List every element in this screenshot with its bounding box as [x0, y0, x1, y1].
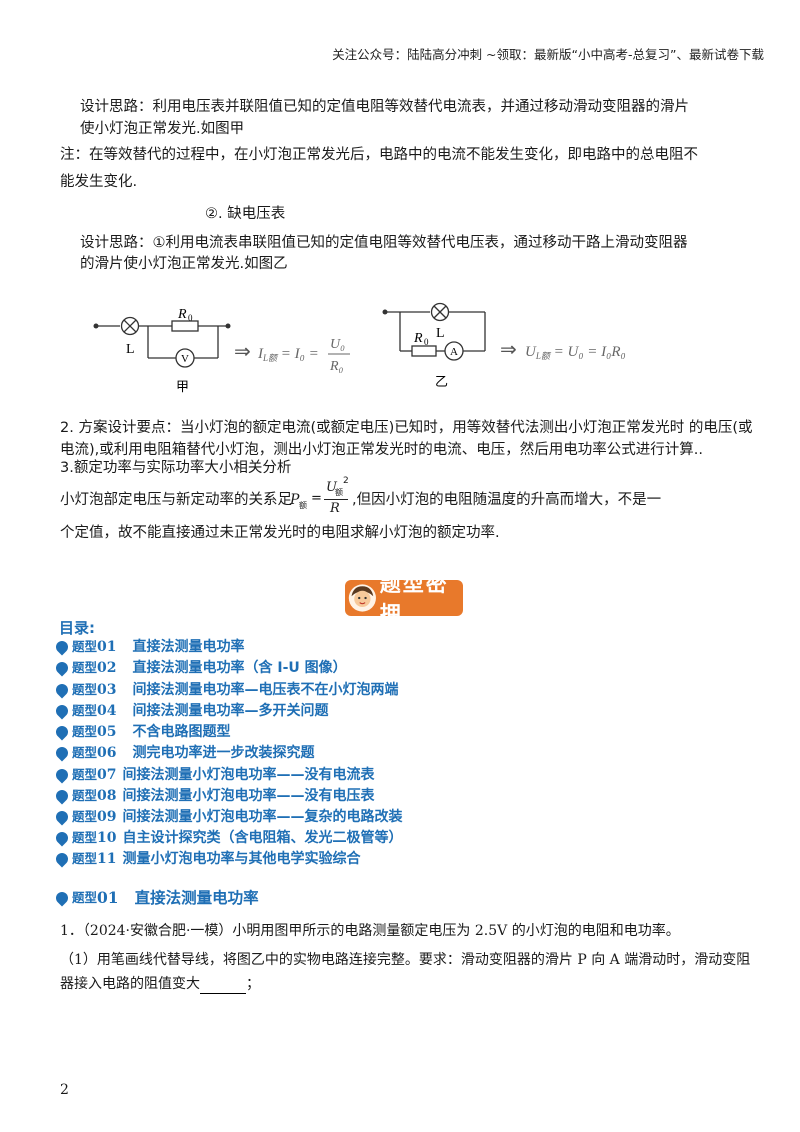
pin-icon: [53, 723, 71, 741]
section-badge: 题型密押: [345, 572, 463, 626]
toc-item-label: 直接法测量电功率: [132, 639, 245, 655]
pin-icon: [53, 638, 71, 656]
paragraph-design-idea-2b: 的滑片使小灯泡正常发光.如图乙: [80, 256, 288, 272]
page-number: 2: [60, 1082, 69, 1098]
toc-title: 目录:: [59, 619, 95, 637]
question-part1: （1）用笔画线代替导线，将图乙中的实物电路连接完整。要求：滑动变阻器的滑片 P …: [60, 952, 751, 968]
circuit-diagram-yi: R 0 L A 乙 ⇒ UL额 = U₀ = I₀R₀: [382, 302, 626, 390]
toc-item-label: 自主设计探究类（含电阻箱、发光二极管等）: [122, 830, 403, 846]
pin-icon: [53, 702, 71, 720]
formula-u: U: [326, 480, 337, 495]
toc-item-label: 间接法测量电功率—电压表不在小灯泡两端: [132, 682, 399, 698]
pin-icon: [53, 850, 71, 868]
pin-icon: [53, 681, 71, 699]
student-avatar-icon: [348, 584, 376, 612]
resistor-sub: 0: [424, 337, 429, 347]
pin-icon: [53, 787, 71, 805]
voltmeter-label: V: [181, 353, 189, 365]
caption-yi: 乙: [435, 375, 448, 390]
fraction-denominator: R₀: [329, 359, 344, 374]
answer-blank[interactable]: [200, 979, 246, 994]
question-intro: 1．（2024·安徽合肥·一模）小明用图甲所示的电路测量额定电压为 2.5V 的…: [60, 923, 680, 939]
implies-arrow: ⇒: [234, 339, 251, 363]
circuit-diagram-jia: R 0 L V 甲 ⇒ IL额 = I₀ = U₀ R₀: [93, 307, 350, 395]
paragraph-design-idea-2a: 设计思路：①利用电流表串联阻值已知的定值电阻等效替代电压表，通过移动干路上滑动变…: [80, 235, 688, 251]
resistor-label: R: [413, 331, 423, 346]
power-formula: P 额 = U 额 2 R: [290, 476, 349, 516]
toc-item-label: 间接法测量小灯泡电功率——复杂的电路改装: [122, 809, 403, 825]
toc-item-label: 不含电路图题型: [132, 724, 231, 740]
pin-icon: [53, 808, 71, 826]
section-heading: 题型 01 直接法测量电功率: [53, 888, 259, 908]
paragraph-analysis-heading: 3.额定功率与实际功率大小相关分析: [60, 460, 292, 476]
formula-p: P: [290, 492, 300, 508]
fraction-numerator: U₀: [330, 337, 345, 352]
toc-item-label: 间接法测量电功率—多开关问题: [132, 703, 329, 719]
formula-p-sub: 额: [299, 501, 307, 510]
badge-title: 题型密押: [379, 572, 449, 626]
toc-item-label: 测量小灯泡电功率与其他电学实验综合: [122, 851, 361, 867]
paragraph-conclusion: 个定值，故不能直接通过未正常发光时的电阻求解小灯泡的额定功率.: [60, 525, 500, 541]
caption-jia: 甲: [176, 380, 189, 395]
pin-icon: [53, 744, 71, 762]
pin-icon: [53, 659, 71, 677]
subheading-no-voltmeter: ②. 缺电压表: [205, 206, 286, 222]
pin-icon: [53, 829, 71, 847]
resistor-label: R: [177, 307, 187, 322]
toc-item-label: 间接法测量小灯泡电功率——没有电流表: [122, 767, 375, 783]
lamp-label: L: [126, 342, 135, 357]
pin-icon: [53, 766, 71, 784]
equation-current: IL额 = I₀ =: [257, 346, 319, 363]
paragraph-relation: 小灯泡部定电压与新定动率的关系足: [60, 490, 292, 510]
pin-icon: [53, 889, 71, 907]
toc-item-label: 直接法测量电功率（含 I-U 图像）: [132, 660, 347, 676]
ammeter-label: A: [450, 346, 458, 358]
implies-arrow: ⇒: [500, 337, 517, 361]
relation-text-post: ,但因小灯泡的电阻随温度的升高而增大，不是一: [352, 492, 662, 508]
paragraph-design-idea-1b: 使小灯泡正常发光.如图甲: [80, 121, 245, 137]
paragraph-scheme-b: 电流),或利用电阻箱替代小灯泡，测出小灯泡正常发光时的电流、电压，然后用电功率公…: [60, 442, 703, 458]
paragraph-scheme-a: 2. 方案设计要点：当小灯泡的额定电流(或额定电压)已知时，用等效替代法测出小灯…: [60, 420, 753, 436]
toc-item-label: 间接法测量小灯泡电功率——没有电压表: [122, 788, 375, 804]
lamp-label: L: [436, 326, 445, 341]
formula-r: R: [330, 501, 340, 516]
relation-text-pre: 小灯泡部定电压与新定动率的关系足: [60, 492, 292, 508]
formula-u-sub: 额: [335, 488, 343, 497]
question-part1-cont: 器接入电路的阻值变大；: [60, 976, 260, 994]
page-header: 关注公众号：陆陆高分冲刺 ~领取：最新版“小中高考-总复习”、最新试卷下载: [332, 47, 764, 62]
equation-voltage: UL额 = U₀ = I₀R₀: [525, 344, 626, 361]
resistor-sub: 0: [188, 313, 193, 323]
paragraph-design-idea-1a: 设计思路：利用电压表并联阻值已知的定值电阻等效替代电流表，并通过移动滑动变阻器的…: [80, 99, 689, 115]
formula-exponent: 2: [343, 476, 349, 486]
paragraph-note-b: 能发生变化.: [60, 174, 138, 190]
paragraph-note-a: 注：在等效替代的过程中，在小灯泡正常发光后，电路中的电流不能发生变化，即电路中的…: [60, 147, 698, 163]
toc-item-label: 测完电功率进一步改装探究题: [132, 745, 315, 761]
